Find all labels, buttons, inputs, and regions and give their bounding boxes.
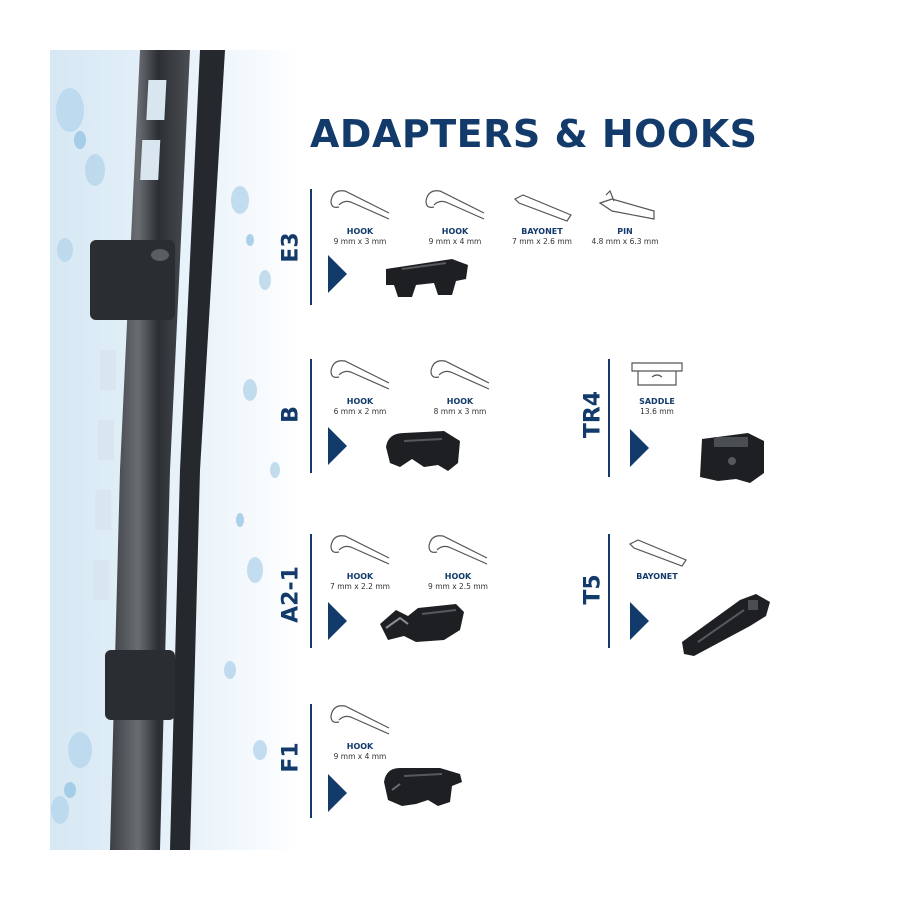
fitting-size: 6 mm x 2 mm	[333, 407, 387, 416]
fitting-size: 9 mm x 4 mm	[333, 752, 387, 761]
divider-line	[608, 359, 610, 477]
fitting-hook: HOOK 6 mm x 2 mm	[320, 355, 400, 416]
adapter-code: F1	[278, 742, 304, 773]
hook-icon	[330, 360, 390, 390]
fitting-hook: HOOK 7 mm x 2.2 mm	[320, 530, 400, 591]
hook-icon	[428, 535, 488, 565]
arrow-icon	[328, 427, 347, 465]
fitting-type: BAYONET	[636, 572, 678, 581]
wiper-blade-splash-image	[50, 50, 300, 850]
adapter-part-image	[386, 259, 468, 297]
fitting-pin: PIN 4.8 mm x 6.3 mm	[580, 185, 670, 246]
fitting-size: 8 mm x 3 mm	[433, 407, 487, 416]
fitting-bayonet: BAYONET	[622, 530, 692, 582]
adapter-part-image	[682, 594, 770, 656]
fitting-type: HOOK	[346, 742, 374, 751]
hook-icon	[330, 190, 390, 220]
bayonet-icon	[628, 539, 687, 567]
fitting-type: HOOK	[444, 572, 472, 581]
adapter-code: TR4	[580, 390, 606, 439]
saddle-icon	[631, 362, 683, 386]
fitting-saddle: SADDLE 13.6 mm	[622, 355, 692, 416]
hook-icon	[330, 535, 390, 565]
divider-line	[310, 359, 312, 473]
fitting-size: 4.8 mm x 6.3 mm	[591, 237, 659, 246]
fitting-type: HOOK	[441, 227, 469, 236]
fitting-size: 9 mm x 2.5 mm	[428, 582, 488, 591]
divider-line	[608, 534, 610, 648]
fitting-hook: HOOK 8 mm x 3 mm	[420, 355, 500, 416]
arrow-icon	[328, 774, 347, 812]
fitting-bayonet: BAYONET 7 mm x 2.6 mm	[502, 185, 582, 246]
adapter-part-image	[380, 604, 464, 642]
fitting-type: HOOK	[346, 397, 374, 406]
hook-icon	[425, 190, 485, 220]
arrow-icon	[328, 255, 347, 293]
adapter-part-image	[386, 431, 460, 471]
fitting-size: 7 mm x 2.2 mm	[330, 582, 390, 591]
fitting-size: 9 mm x 4 mm	[428, 237, 482, 246]
adapter-code: A2-1	[278, 566, 304, 623]
divider-line	[310, 534, 312, 648]
fitting-hook: HOOK 9 mm x 4 mm	[320, 700, 400, 761]
divider-line	[310, 189, 312, 305]
adapter-part-image	[384, 768, 462, 806]
fitting-hook: HOOK 9 mm x 2.5 mm	[418, 530, 498, 591]
adapter-code: E3	[278, 232, 304, 263]
divider-line	[310, 704, 312, 818]
page-title: ADAPTERS & HOOKS	[310, 112, 758, 156]
hook-icon	[430, 360, 490, 390]
arrow-icon	[630, 602, 649, 640]
fitting-hook: HOOK 9 mm x 3 mm	[320, 185, 400, 246]
fitting-type: HOOK	[446, 397, 474, 406]
fitting-size: 7 mm x 2.6 mm	[512, 237, 572, 246]
fitting-type: SADDLE	[639, 397, 675, 406]
adapter-code: T5	[580, 574, 606, 605]
fitting-type: HOOK	[346, 227, 374, 236]
fitting-type: BAYONET	[521, 227, 563, 236]
bayonet-icon	[513, 194, 572, 222]
arrow-icon	[630, 429, 649, 467]
fitting-size: 13.6 mm	[640, 407, 674, 416]
fitting-type: PIN	[617, 227, 633, 236]
fitting-hook: HOOK 9 mm x 4 mm	[415, 185, 495, 246]
adapter-code: B	[278, 406, 304, 423]
arrow-icon	[328, 602, 347, 640]
fitting-type: HOOK	[346, 572, 374, 581]
adapter-part-image	[700, 433, 764, 483]
pin-icon	[598, 189, 655, 220]
fitting-size: 9 mm x 3 mm	[333, 237, 387, 246]
hook-icon	[330, 705, 390, 735]
